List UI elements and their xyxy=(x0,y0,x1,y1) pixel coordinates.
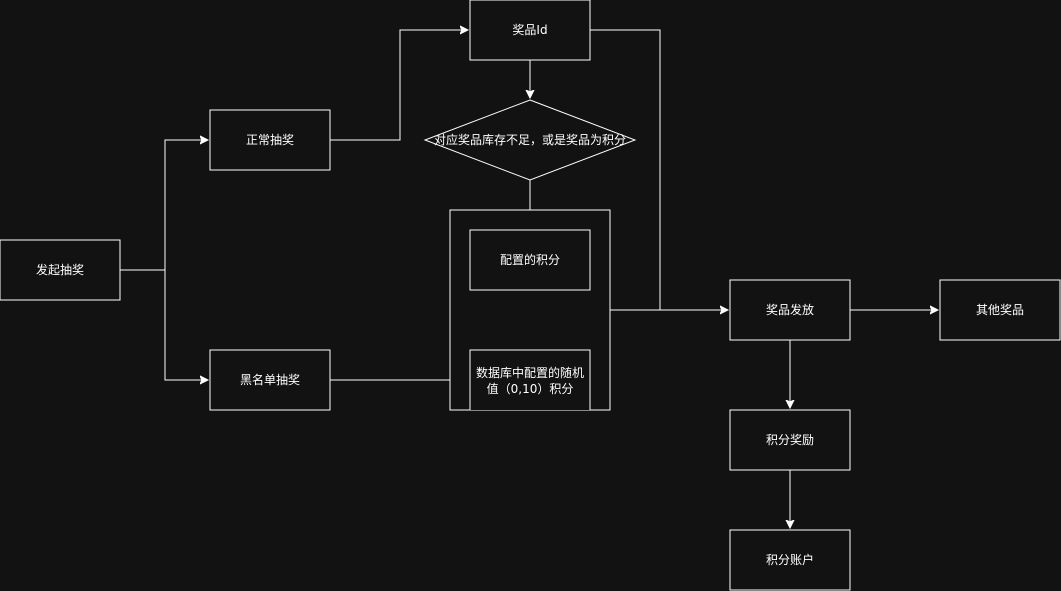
node-other-prizes-box xyxy=(939,279,1061,341)
node-blacklist-draw-box xyxy=(209,349,331,411)
node-decision: 对应奖品库存不足，或是奖品为积分 xyxy=(423,99,637,181)
node-random-points-label-line2: 值（0,10）积分 xyxy=(487,381,574,396)
node-prize-distribution-label: 奖品发放 xyxy=(766,302,814,317)
node-configured-points-label: 配置的积分 xyxy=(500,252,560,267)
edge-prize-id-to-distribution xyxy=(590,29,728,310)
node-points-account: 积分账户 xyxy=(729,529,851,591)
node-points-reward-box xyxy=(729,409,851,471)
node-points-reward: 积分奖励 xyxy=(729,409,851,471)
node-other-prizes-label: 其他奖品 xyxy=(976,303,1024,317)
node-start-draw-box xyxy=(0,239,121,301)
node-other-prizes: 其他奖品 xyxy=(939,279,1061,341)
node-decision-diamond xyxy=(423,99,637,181)
node-points-account-label: 积分账户 xyxy=(766,552,814,567)
node-blacklist-draw: 黑名单抽奖 xyxy=(209,349,331,411)
node-start-draw: 发起抽奖 xyxy=(0,239,121,301)
edge-normal-to-prize-id xyxy=(330,30,468,141)
node-random-points-label-line1: 数据库中配置的随机 xyxy=(476,365,584,380)
node-normal-draw: 正常抽奖 xyxy=(209,109,331,171)
node-configured-points-box xyxy=(469,229,591,291)
edge-split-to-normal xyxy=(164,140,208,270)
node-prize-id-label: 奖品Id xyxy=(512,23,547,37)
node-configured-points: 配置的积分 xyxy=(469,229,591,291)
node-prize-distribution-box xyxy=(729,279,851,341)
node-points-reward-label: 积分奖励 xyxy=(766,433,814,447)
node-random-points: 数据库中配置的随机 值（0,10）积分 xyxy=(469,349,591,410)
node-prize-id-box xyxy=(469,0,591,61)
node-prize-id: 奖品Id xyxy=(469,0,591,61)
node-start-draw-label: 发起抽奖 xyxy=(36,262,84,277)
node-prize-distribution: 奖品发放 xyxy=(729,279,851,341)
edge-split-to-blacklist xyxy=(164,270,208,380)
node-normal-draw-box xyxy=(209,109,331,171)
edges xyxy=(120,30,938,528)
node-decision-label: 对应奖品库存不足，或是奖品为积分 xyxy=(434,132,626,147)
node-random-points-box xyxy=(469,349,591,410)
node-normal-draw-label: 正常抽奖 xyxy=(246,133,294,147)
node-blacklist-draw-label: 黑名单抽奖 xyxy=(240,372,300,387)
node-points-account-box xyxy=(729,529,851,591)
